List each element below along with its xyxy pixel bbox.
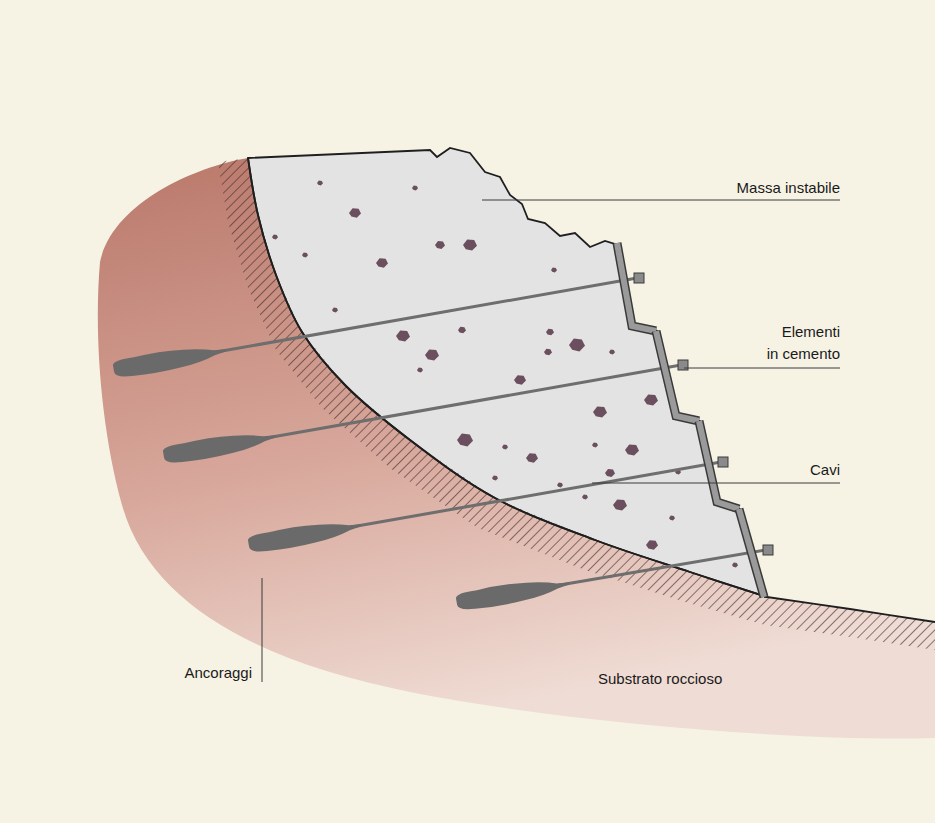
stone: [463, 239, 477, 250]
concrete-element-fill: [656, 331, 699, 421]
stone: [526, 453, 538, 463]
leader-line: [592, 483, 840, 484]
label: Ancoraggi: [184, 662, 252, 684]
cable: [255, 365, 681, 440]
stone: [644, 394, 658, 405]
label: Massa instabile: [737, 177, 840, 199]
label: Elementi in cemento: [766, 321, 840, 365]
leader-line: [482, 200, 840, 201]
stone: [613, 499, 627, 510]
concrete-element-fill: [617, 243, 656, 331]
stone: [514, 375, 526, 385]
stone: [551, 268, 557, 273]
stone: [412, 186, 418, 191]
stone: [544, 349, 552, 355]
grout-anchor: [162, 427, 278, 466]
grout-anchor: [112, 341, 228, 380]
stone: [317, 181, 323, 186]
stone: [396, 330, 410, 341]
concrete-element: [739, 509, 764, 597]
concrete-element-fill: [699, 421, 739, 509]
stone: [435, 241, 445, 249]
stone: [625, 444, 639, 455]
grout-anchor: [247, 516, 363, 555]
stone: [272, 235, 278, 240]
stone: [557, 483, 563, 488]
stone: [458, 327, 466, 333]
anchor-plate: [763, 545, 773, 555]
label: Cavi: [810, 459, 840, 481]
stone: [546, 329, 554, 335]
leader-line: [684, 368, 840, 369]
slip-surface: [248, 158, 767, 597]
stone: [376, 258, 388, 268]
stone: [417, 368, 423, 373]
stone: [569, 339, 585, 352]
cable: [548, 550, 766, 587]
leader-line: [262, 578, 263, 682]
concrete-element-fill: [739, 509, 764, 597]
stone: [332, 308, 338, 313]
stone: [425, 349, 439, 360]
stone: [646, 540, 658, 550]
stone: [302, 253, 308, 258]
stone: [492, 476, 498, 481]
stone: [592, 443, 598, 448]
concrete-element: [617, 243, 656, 331]
stone: [457, 434, 473, 447]
cable: [340, 462, 721, 529]
concrete-element: [699, 421, 739, 509]
label: Substrato roccioso: [598, 668, 722, 690]
stone: [669, 516, 675, 521]
stone: [609, 350, 615, 355]
stone: [605, 469, 615, 477]
anchor-plate: [718, 457, 728, 467]
anchor-plate: [634, 273, 644, 283]
stone: [593, 406, 607, 417]
stone: [502, 445, 508, 450]
concrete-element: [656, 331, 699, 421]
stone: [349, 208, 361, 218]
ground-surface: [767, 597, 935, 622]
stone: [732, 563, 738, 568]
stone: [582, 495, 588, 500]
cable: [205, 278, 637, 354]
grout-anchor: [455, 574, 571, 613]
shear-zone-hatching: [218, 158, 935, 650]
